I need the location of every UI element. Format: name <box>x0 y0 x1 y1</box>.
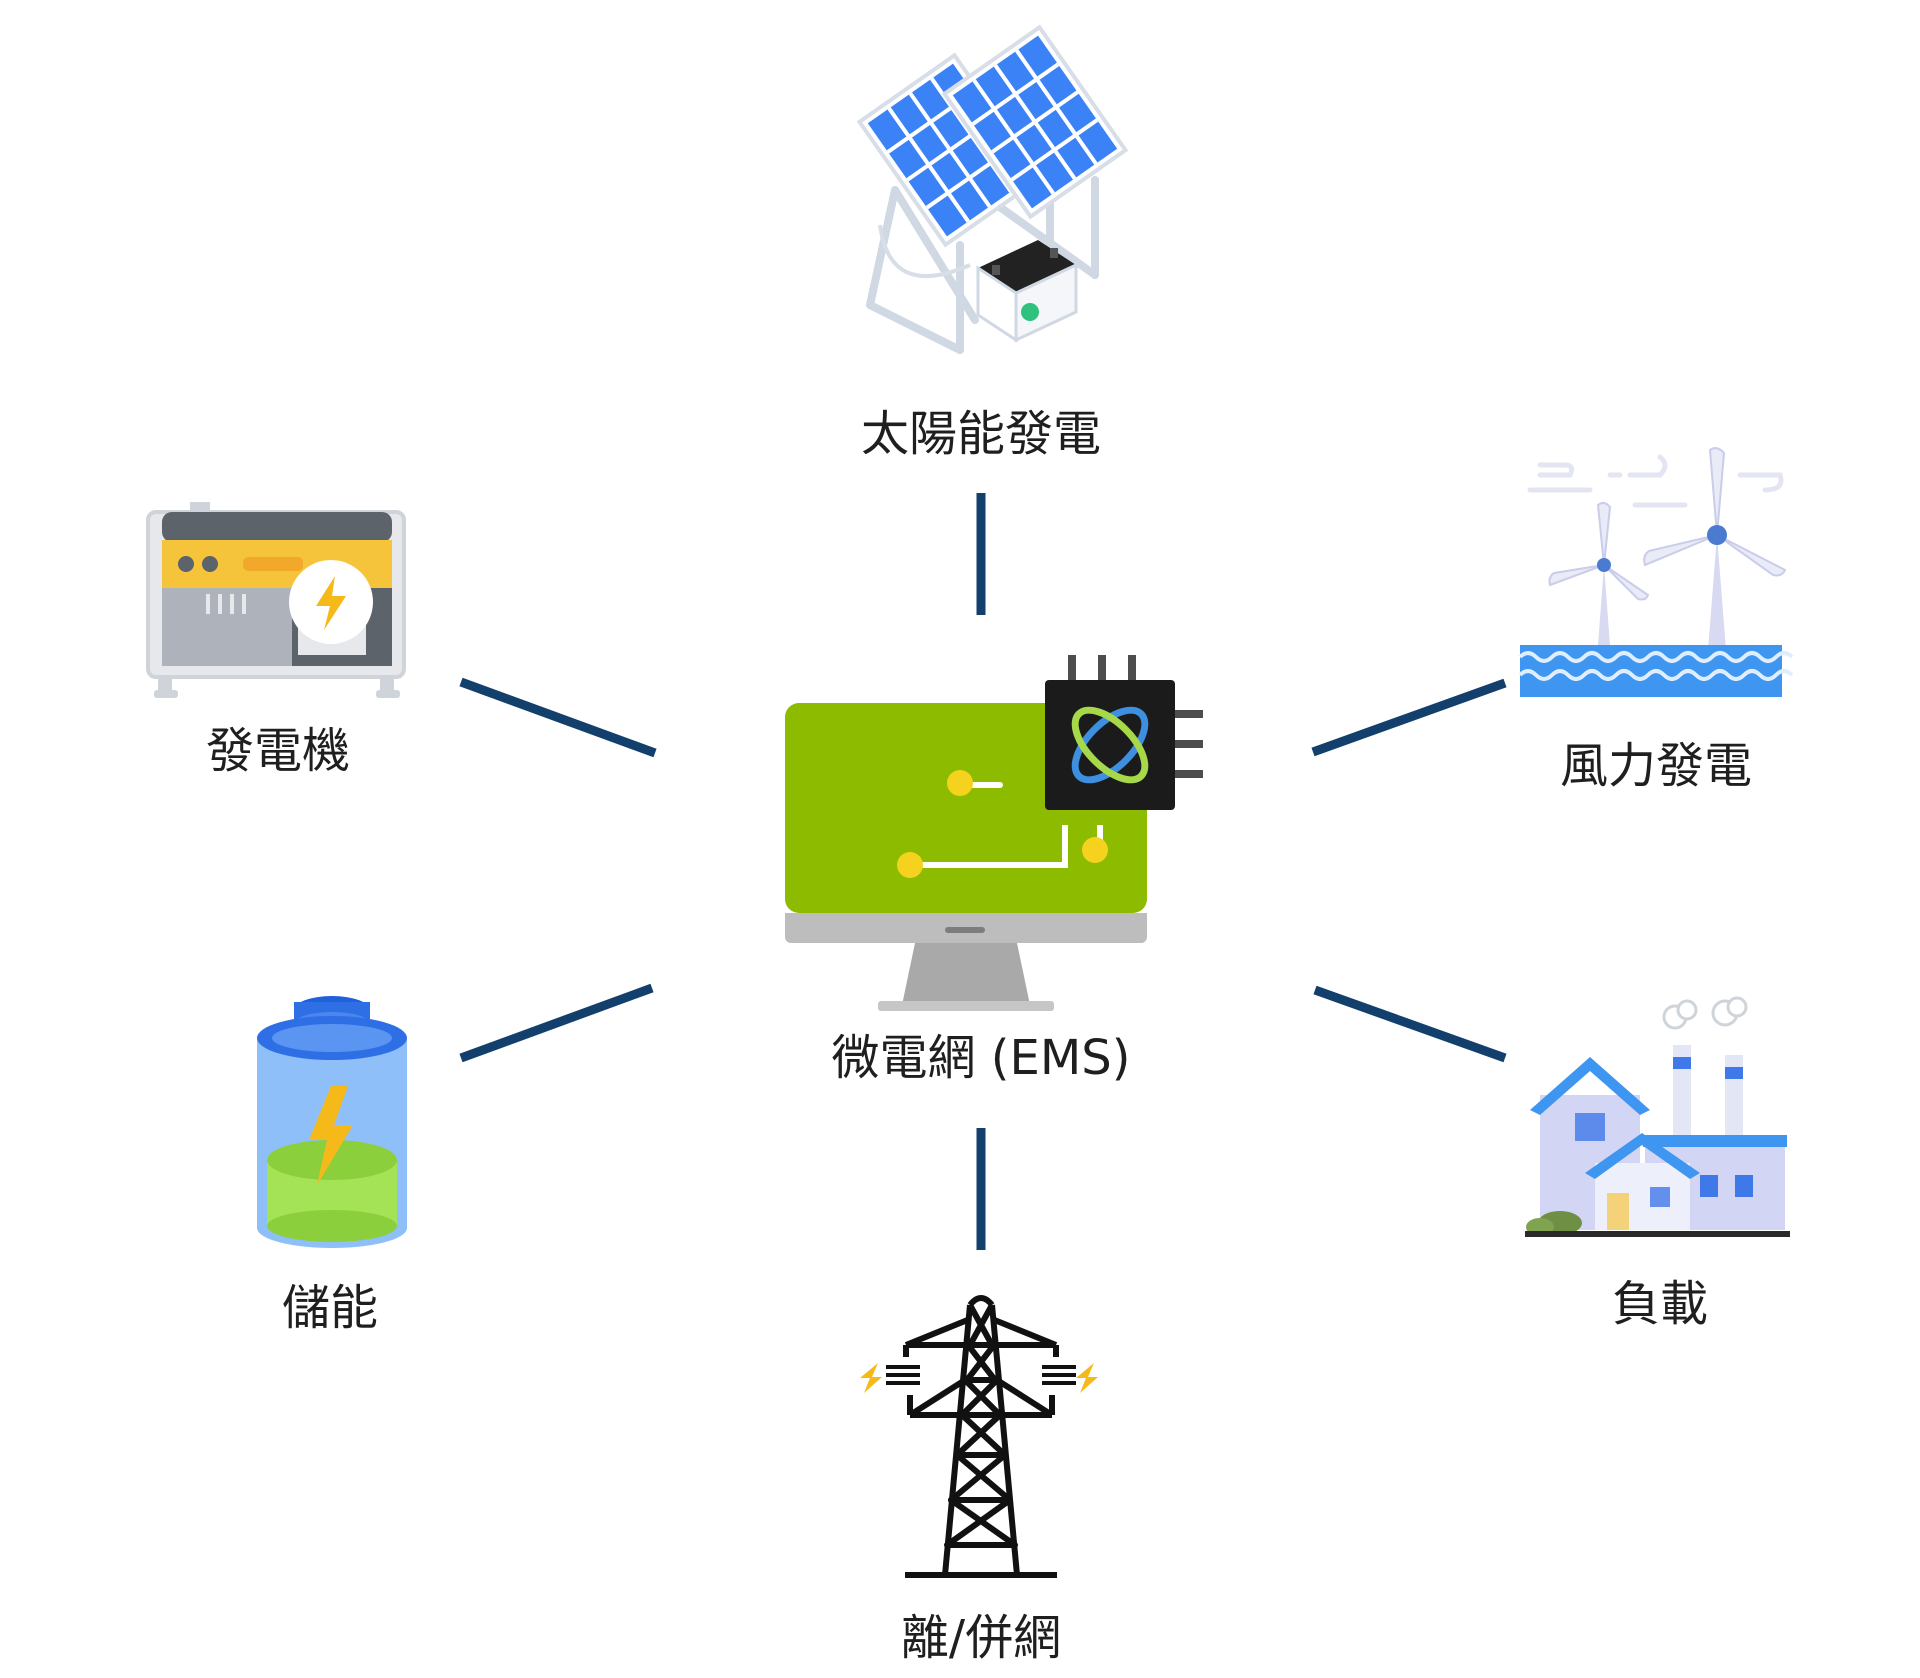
spark-icon <box>1076 1363 1098 1393</box>
solar-panel-battery-icon <box>850 24 1129 370</box>
center-label: 微電網 (EMS) <box>831 1030 1131 1086</box>
house-factory-icon <box>1525 995 1795 1240</box>
load-label: 負載 <box>1611 1276 1709 1332</box>
wind-label: 風力發電 <box>1559 738 1753 794</box>
solar-battery-icon <box>976 240 1078 343</box>
wind-turbine-icon <box>1518 445 1794 705</box>
generator-label: 發電機 <box>205 723 351 779</box>
connector-load <box>1313 985 1507 1063</box>
generator-icon <box>146 502 408 702</box>
storage-label: 儲能 <box>281 1280 379 1336</box>
connector-generator <box>459 677 657 758</box>
spark-icon <box>860 1363 882 1393</box>
battery-icon <box>255 990 410 1250</box>
connector-wind <box>1311 678 1507 757</box>
connector-storage <box>459 983 654 1063</box>
solar-label: 太陽能發電 <box>860 406 1102 462</box>
grid-label: 離/併網 <box>900 1610 1062 1666</box>
transmission-tower-icon <box>850 1275 1120 1585</box>
ems-computer-chip-icon <box>785 655 1205 1015</box>
